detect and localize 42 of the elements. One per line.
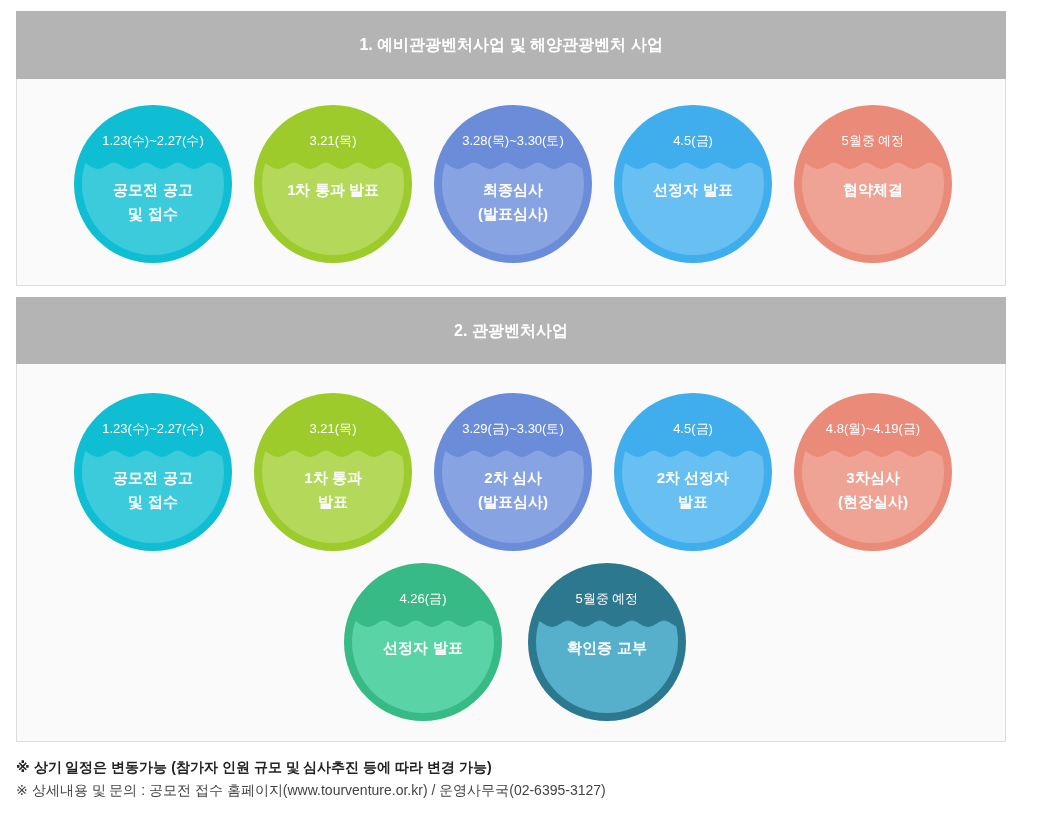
date-label: 4.8(월)~4.19(금) [825, 421, 921, 436]
panel-heading: 1. 예비관광벤처사업 및 해양관광벤처 사업 [16, 11, 1006, 79]
stage-title: 2차 선정자 발표 [656, 469, 730, 510]
date-label: 5월중 예정 [841, 133, 905, 148]
section-panel [16, 11, 1006, 286]
stage-circle [614, 105, 772, 263]
stage-title: 1차 통과 발표 [287, 181, 379, 198]
stage-circle [74, 393, 232, 551]
stage-circle [794, 393, 952, 551]
date-label: 3.29(금)~3.30(토) [462, 421, 564, 436]
stage-circle [254, 393, 412, 551]
stage-circle [344, 563, 502, 721]
stage-title: 확인증 교부 [567, 639, 647, 656]
date-label: 3.21(목) [309, 133, 357, 148]
date-label: 5월중 예정 [575, 591, 639, 606]
stage-circle [74, 105, 232, 263]
stage-circle [614, 393, 772, 551]
stage-circle [528, 563, 686, 721]
date-label: 4.5(금) [673, 133, 713, 148]
date-label: 3.21(목) [309, 421, 357, 436]
stage-title: 1차 통과 발표 [304, 469, 362, 510]
date-label: 1.23(수)~2.27(수) [102, 421, 204, 436]
stage-title: 2차 심사 (발표심사) [478, 469, 548, 510]
stage-title: 선정자 발표 [383, 639, 463, 656]
date-label: 3.28(목)~3.30(토) [462, 133, 564, 148]
stage-circle [254, 105, 412, 263]
panel-heading: 2. 관광벤처사업 [16, 297, 1006, 364]
stage-title: 최종심사 (발표심사) [478, 181, 548, 222]
stage-title: 공모전 공고 및 접수 [113, 469, 193, 510]
stage-circle [434, 393, 592, 551]
stage-circle [794, 105, 952, 263]
stage-title: 협약체결 [843, 181, 903, 198]
note-text: ※ 상기 일정은 변동가능 (참가자 인원 규모 및 심사추진 등에 따라 변경 가능) [16, 759, 492, 775]
stage-title: 공모전 공고 및 접수 [113, 181, 193, 222]
date-label: 4.26(금) [399, 591, 447, 606]
note-text: ※ 상세내용 및 문의 : 공모전 접수 홈페이지(www.tourventure.or.kr) / 운영사무국(02-6395-3127) [16, 782, 606, 798]
section-panel [16, 297, 1006, 742]
stage-circle [434, 105, 592, 263]
stage-title: 선정자 발표 [653, 181, 733, 198]
stage-title: 3차심사 (현장실사) [838, 469, 908, 510]
date-label: 1.23(수)~2.27(수) [102, 133, 204, 148]
date-label: 4.5(금) [673, 421, 713, 436]
